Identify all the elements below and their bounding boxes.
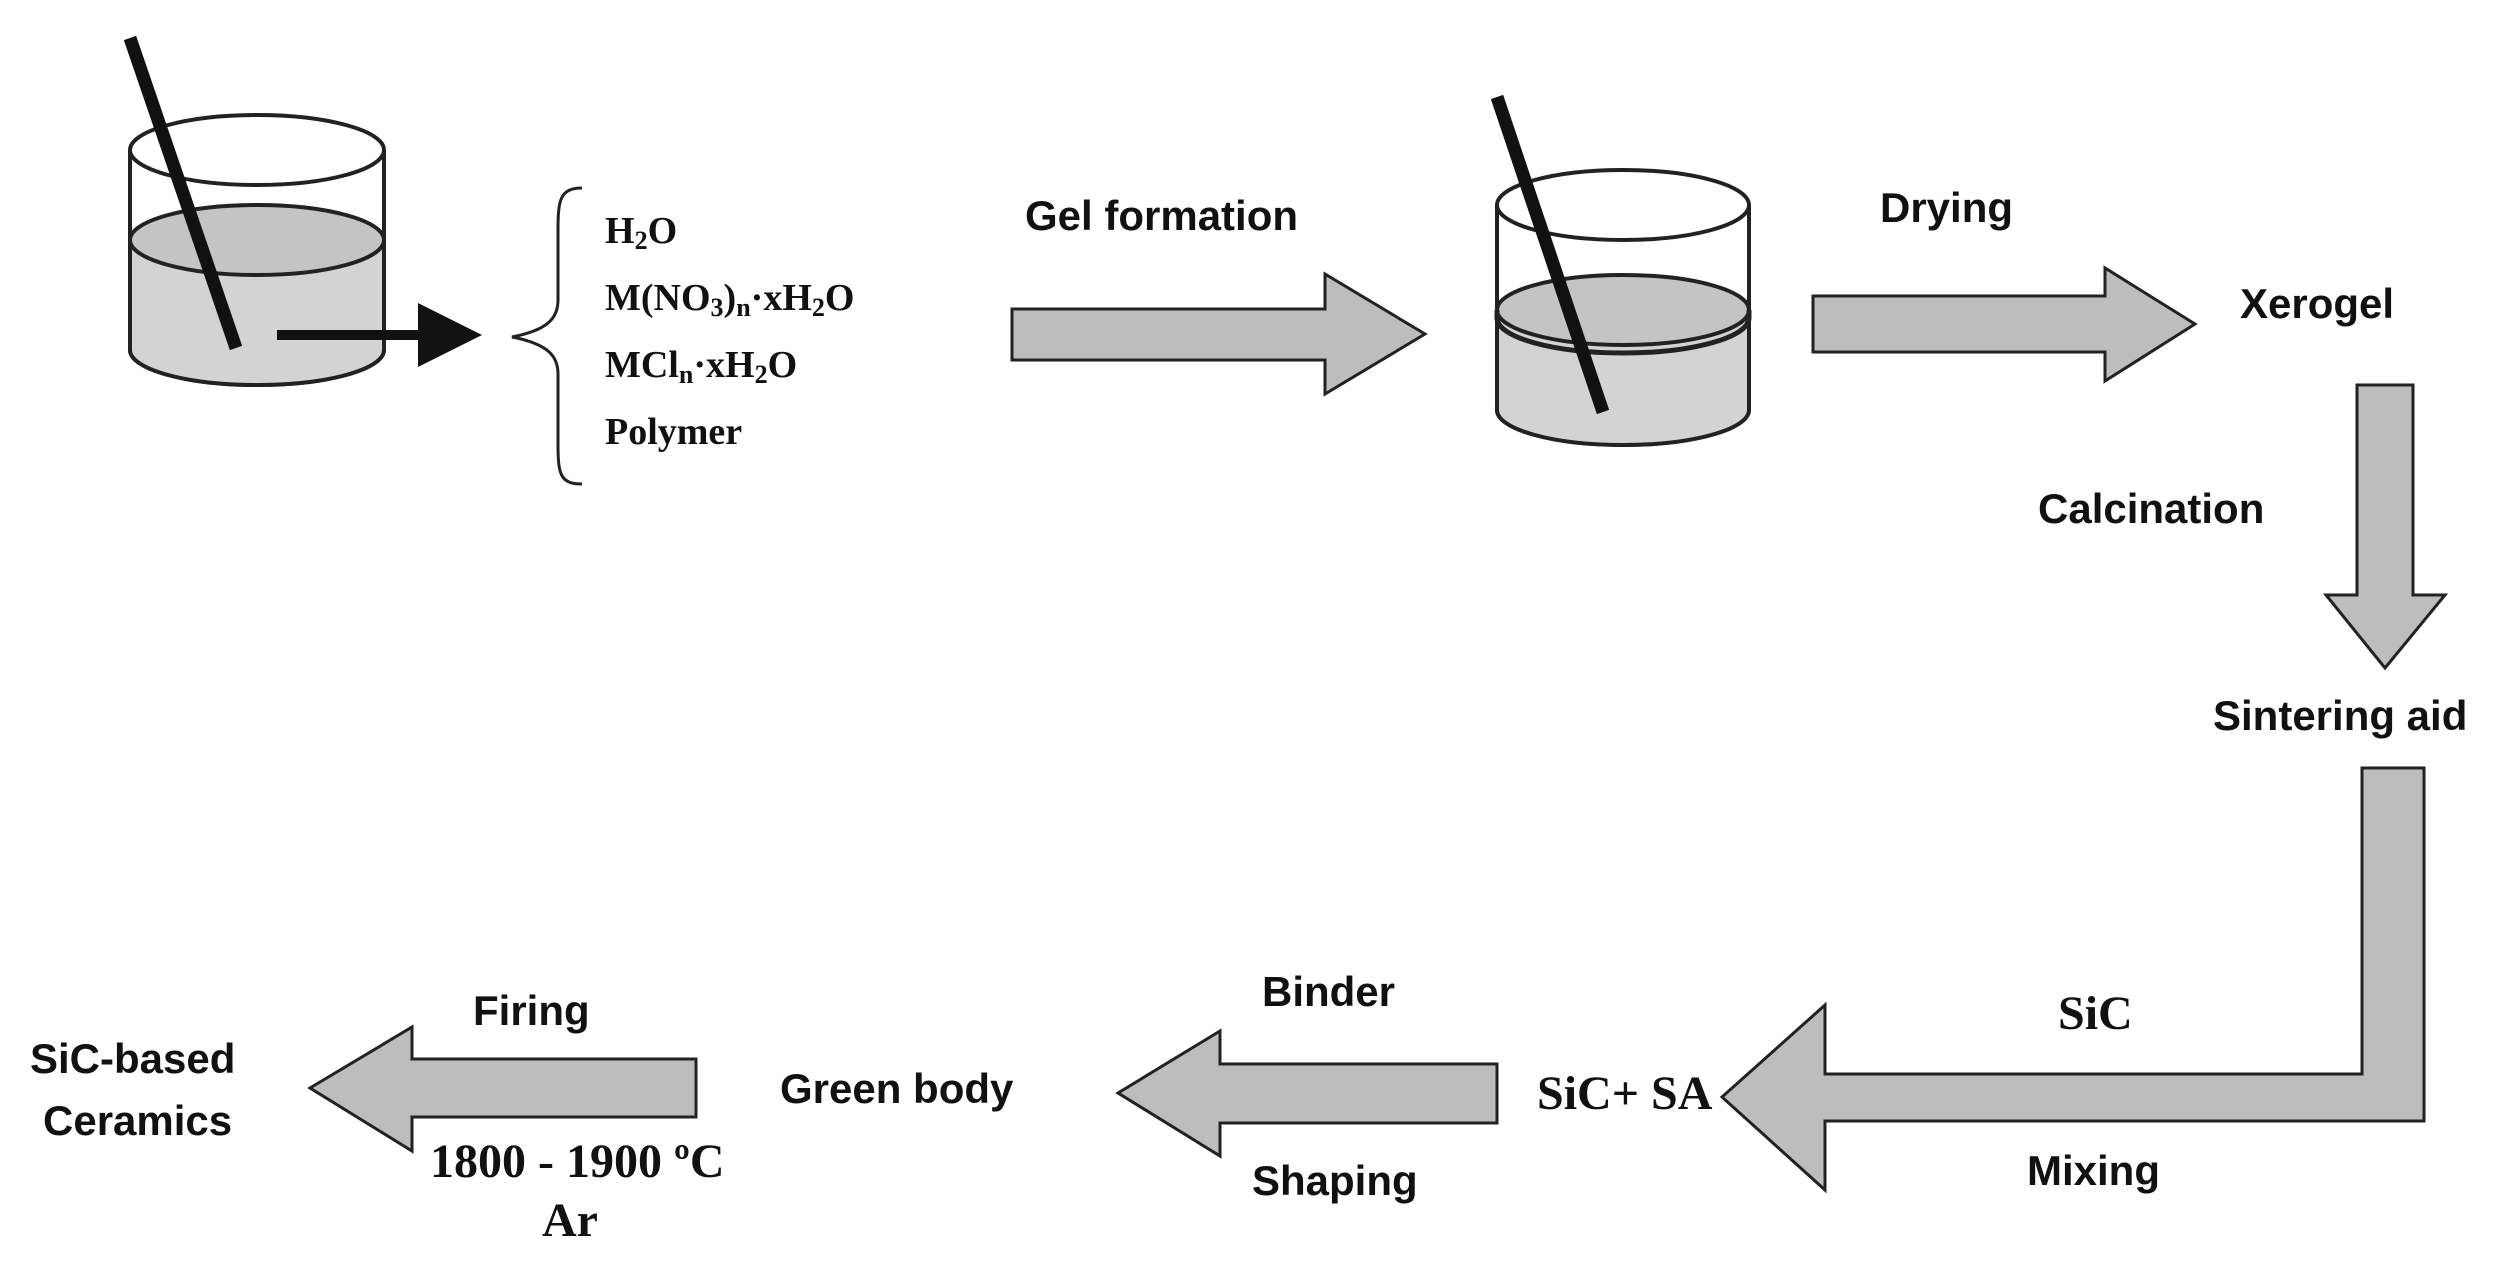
input-sic: SiC <box>2058 987 2133 1040</box>
step-binder: Binder <box>1262 968 1395 1015</box>
reagent-metal-nitrate: M(NO3)n·xH2O <box>605 277 854 322</box>
reagent-polymer: Polymer <box>605 411 742 453</box>
mixing-arrow-icon <box>1719 766 2426 1194</box>
step-firing: Firing <box>473 987 590 1034</box>
beaker-gel-icon <box>1490 94 1752 447</box>
drying-arrow-icon <box>1811 265 2198 384</box>
gel-formation-arrow-icon <box>1010 271 1428 397</box>
curly-brace-icon <box>511 186 583 486</box>
product-final-line1: SiC-based <box>30 1035 235 1082</box>
calcination-arrow-icon <box>2322 383 2449 671</box>
step-shaping: Shaping <box>1252 1157 1418 1204</box>
firing-arrow-icon <box>307 1024 698 1154</box>
step-gel-formation: Gel formation <box>1025 192 1298 239</box>
firing-temperature: 1800 - 1900 ºC <box>430 1135 725 1188</box>
firing-atmosphere: Ar <box>542 1194 598 1247</box>
product-xerogel: Xerogel <box>2240 280 2394 327</box>
product-sintering-aid: Sintering aid <box>2213 692 2467 739</box>
step-mixing: Mixing <box>2027 1147 2160 1194</box>
step-calcination: Calcination <box>2038 485 2264 532</box>
step-drying: Drying <box>1880 184 2013 231</box>
binder-shaping-arrow-icon <box>1115 1028 1499 1159</box>
reagent-metal-chloride: MCln·xH2O <box>605 344 797 389</box>
product-final-line2: Ceramics <box>43 1097 232 1144</box>
product-green-body: Green body <box>780 1065 1014 1112</box>
black-arrow-icon <box>277 303 482 367</box>
reagent-water: H2O <box>605 210 677 255</box>
product-sic-sa: SiC+ SA <box>1537 1067 1713 1120</box>
